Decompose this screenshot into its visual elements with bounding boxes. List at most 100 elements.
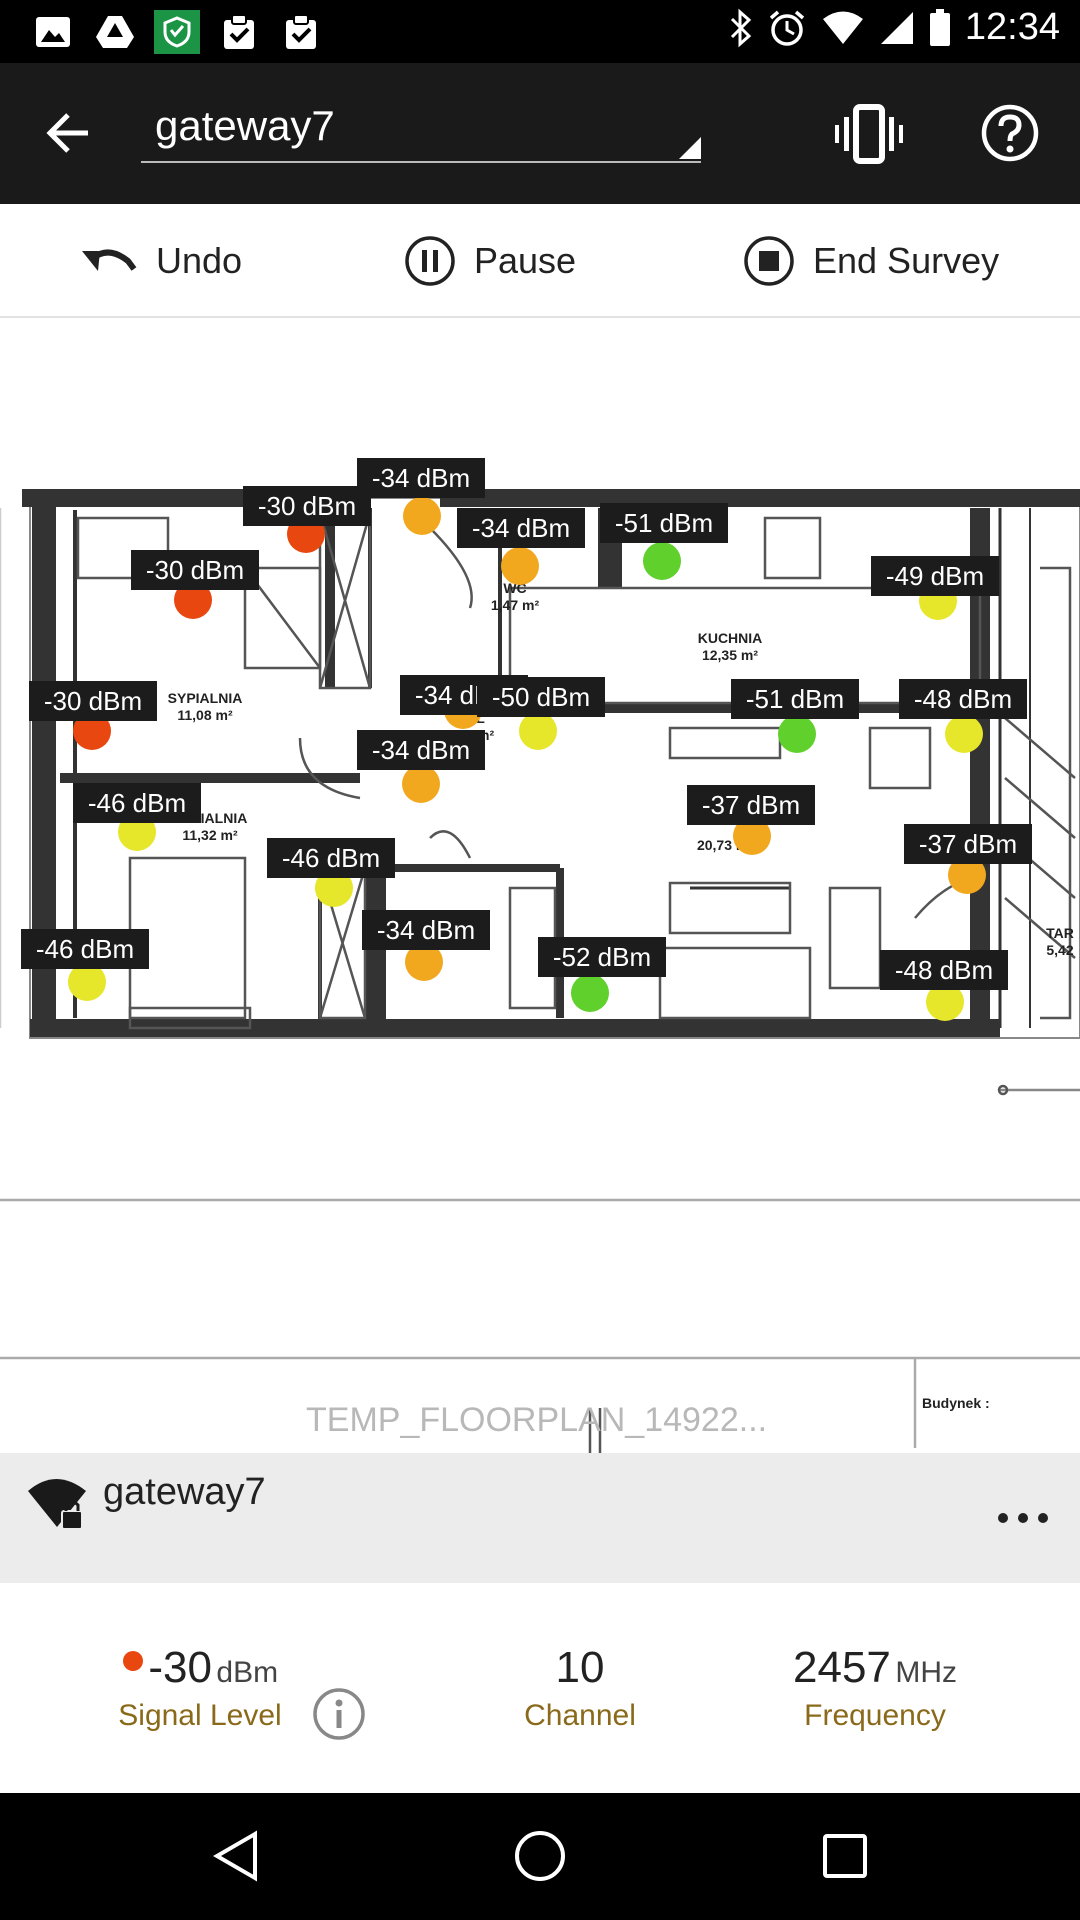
reading-dot[interactable] (733, 817, 771, 855)
vibrate-icon (835, 104, 903, 164)
reading-label-bg (871, 556, 999, 596)
network-info-bar: gateway7 (0, 1453, 1080, 1583)
signal-stats: -30 dBm Signal Level 10 Channel 2457 MHz… (0, 1583, 1080, 1793)
floorplan-filename: TEMP_FLOORPLAN_14922... (306, 1401, 768, 1439)
reading-label-bg (21, 929, 149, 969)
reading-label-bg (362, 910, 490, 950)
reading-dot[interactable] (571, 974, 609, 1012)
reading-label: -30 dBm (146, 555, 244, 585)
reading-label-bg (267, 838, 395, 878)
battery-icon (929, 8, 950, 46)
clipboard-check-icon (216, 10, 262, 54)
clipboard-check-icon (278, 10, 324, 54)
back-button[interactable] (40, 103, 100, 163)
frequency-stat: 2457 MHz Frequency (770, 1643, 980, 1733)
reading-dot[interactable] (68, 963, 106, 1001)
pause-label: Pause (474, 240, 577, 281)
reading-dot[interactable] (402, 765, 440, 803)
frequency-label: Frequency (804, 1699, 946, 1732)
gallery-icon (30, 10, 76, 54)
pause-button[interactable]: Pause (404, 232, 576, 290)
reading-label: -34 dBm (372, 735, 470, 765)
reading-label: -30 dBm (258, 491, 356, 521)
reading-dot[interactable] (945, 715, 983, 753)
reading-dot[interactable] (403, 497, 441, 535)
reading-dot[interactable] (501, 547, 539, 585)
alarm-icon (769, 10, 805, 46)
signal-level-unit: dBm (216, 1656, 279, 1689)
reading-dot[interactable] (174, 581, 212, 619)
reading-label: -30 dBm (44, 686, 142, 716)
reading-label: -49 dBm (886, 561, 984, 591)
nav-home-icon (515, 1831, 565, 1881)
nav-home-button[interactable] (510, 1826, 570, 1886)
reading-dot[interactable] (926, 983, 964, 1021)
navigation-bar (0, 1793, 1080, 1920)
reading-label-bg (243, 486, 371, 526)
reading-label-bg (904, 824, 1032, 864)
nav-recents-button[interactable] (815, 1826, 875, 1886)
undo-button[interactable]: Undo (78, 232, 242, 290)
reading-label: -34 dBm (472, 513, 570, 543)
nav-back-button[interactable] (205, 1826, 265, 1886)
signal-level-label: Signal Level (118, 1699, 282, 1732)
reading-label-bg (73, 783, 201, 823)
reading-label: -50 dBm (492, 682, 590, 712)
reading-label: -46 dBm (282, 843, 380, 873)
reading-label: -46 dBm (88, 788, 186, 818)
system-status: 12:34 (729, 6, 1060, 49)
room-area: 5,42 (1046, 942, 1073, 958)
app-bar: gateway7 (0, 63, 1080, 204)
info-icon (313, 1688, 365, 1740)
room-area: 1,47 m² (491, 597, 540, 613)
network-dropdown[interactable]: gateway7 (141, 98, 701, 163)
reading-dot[interactable] (948, 856, 986, 894)
signal-level-value: -30 (148, 1643, 212, 1692)
reading-label-bg (731, 679, 859, 719)
status-bar: 12:34 (0, 0, 1080, 63)
clock: 12:34 (964, 6, 1060, 48)
reading-dot[interactable] (405, 943, 443, 981)
more-horiz-icon (998, 1513, 1048, 1523)
reading-label-bg (29, 681, 157, 721)
vibrate-button[interactable] (832, 101, 906, 167)
reading-label: -46 dBm (36, 934, 134, 964)
reading-dot[interactable] (73, 712, 111, 750)
network-dropdown-value: gateway7 (155, 102, 335, 149)
channel-label: Channel (524, 1699, 636, 1732)
room-name: SYPIALNIA (168, 690, 243, 706)
drive-icon (92, 10, 138, 54)
notification-icons (30, 10, 324, 54)
nav-recents-icon (823, 1834, 867, 1878)
reading-label-bg (687, 785, 815, 825)
end-survey-button[interactable]: End Survey (743, 232, 999, 290)
pause-icon (405, 236, 455, 286)
frequency-unit: MHz (895, 1656, 957, 1689)
room-name: KUCHNIA (698, 630, 763, 646)
undo-label: Undo (156, 240, 243, 281)
reading-dot[interactable] (778, 715, 816, 753)
stop-icon (744, 236, 794, 286)
channel-value: 10 (555, 1643, 605, 1692)
signal-level-stat: -30 dBm Signal Level (100, 1643, 300, 1733)
network-name: gateway7 (103, 1471, 266, 1513)
arrow-back-icon (46, 113, 88, 153)
reading-dot[interactable] (315, 869, 353, 907)
more-options-button[interactable] (995, 1503, 1051, 1533)
shield-app-icon (154, 10, 200, 54)
nav-back-icon (213, 1830, 257, 1882)
help-button[interactable] (980, 103, 1040, 163)
signal-readings: -30 dBm -34 dBm -30 dBm -34 dBm -51 dBm -49 d… (21, 458, 1032, 1021)
reading-label: -51 dBm (746, 684, 844, 714)
building-label: Budynek : (922, 1395, 990, 1411)
info-button[interactable] (312, 1687, 366, 1741)
reading-dot[interactable] (519, 712, 557, 750)
reading-label-bg (457, 508, 585, 548)
reading-dot[interactable] (643, 542, 681, 580)
reading-label: -37 dBm (702, 790, 800, 820)
channel-stat: 10 Channel (480, 1643, 680, 1733)
signal-dot (122, 1651, 143, 1671)
reading-label-bg (131, 550, 259, 590)
